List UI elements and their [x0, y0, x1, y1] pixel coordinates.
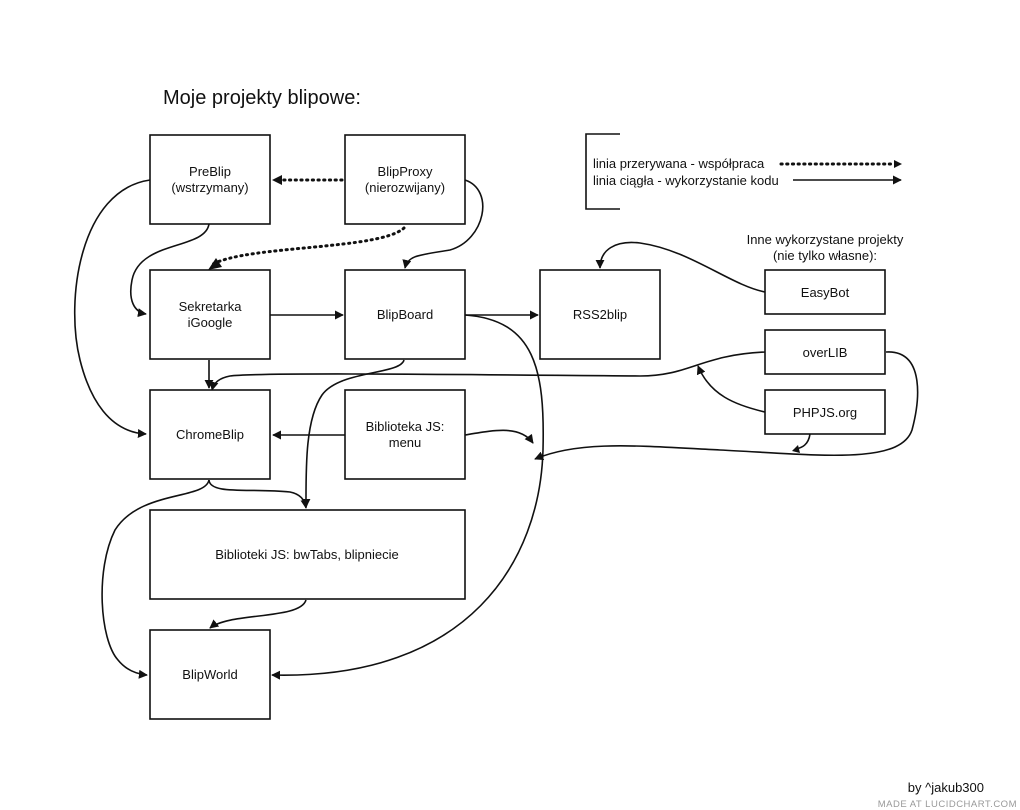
node-blipproxy-line2: (nierozwijany) [365, 180, 445, 195]
legend-dashed-label: linia przerywana - współpraca [593, 156, 765, 171]
other-projects-heading-line2: (nie tylko własne): [773, 248, 877, 263]
brand-watermark: MADE AT LUCIDCHART.COM [878, 799, 1017, 810]
node-blipproxy-line1: BlipProxy [378, 164, 433, 179]
node-blipboard: BlipBoard [344, 269, 466, 360]
node-rss2blip-label: RSS2blip [573, 307, 627, 322]
author-credit: by ^jakub300 [908, 780, 984, 795]
node-biblioteki-bwtabs-label: Biblioteki JS: bwTabs, blipniecie [215, 547, 399, 562]
edge-overlib-chromeblip [209, 351, 766, 391]
node-biblioteki-bwtabs: Biblioteki JS: bwTabs, blipniecie [149, 509, 466, 600]
node-blipworld: BlipWorld [149, 629, 271, 720]
node-biblioteka-menu: Biblioteka JS: menu [344, 389, 466, 480]
node-overlib-label: overLIB [803, 345, 848, 360]
node-easybot: EasyBot [764, 269, 886, 315]
edge-overlib-merge [534, 351, 919, 461]
node-blipproxy: BlipProxy (nierozwijany) [344, 134, 466, 225]
node-biblioteka-menu-line2: menu [389, 435, 422, 450]
legend: linia przerywana - współpraca linia ciąg… [585, 133, 902, 210]
node-phpjs: PHPJS.org [764, 389, 886, 435]
edge-blipproxy-preblip-head [272, 175, 282, 185]
node-preblip-line1: PreBlip [189, 164, 231, 179]
edge-blipboard-bwtabs [301, 359, 405, 508]
node-blipboard-label: BlipBoard [377, 307, 433, 322]
edge-menu-merge [464, 429, 534, 444]
node-blipworld-label: BlipWorld [182, 667, 237, 682]
node-preblip: PreBlip (wstrzymany) [149, 134, 271, 225]
edge-blipboard-blipworld [271, 314, 545, 680]
edge-easybot-rss2blip [595, 241, 766, 293]
node-rss2blip: RSS2blip [539, 269, 661, 360]
node-chromeblip-label: ChromeBlip [176, 427, 244, 442]
edge-blipproxy-sekretarka-head [208, 258, 222, 270]
other-projects-heading-line1: Inne wykorzystane projekty [747, 232, 904, 247]
node-sekretarka-line2: iGoogle [188, 315, 233, 330]
node-easybot-label: EasyBot [801, 285, 850, 300]
edge-blipproxy-sekretarka [211, 226, 406, 266]
edge-bwtabs-blipworld [209, 599, 307, 629]
legend-solid-label: linia ciągła - wykorzystanie kodu [593, 173, 779, 188]
node-biblioteka-menu-line1: Biblioteka JS: [366, 419, 445, 434]
node-overlib: overLIB [764, 329, 886, 375]
legend-dashed-head [894, 160, 902, 168]
node-phpjs-label: PHPJS.org [793, 405, 857, 420]
edge-chromeblip-bwtabs [208, 479, 310, 509]
edge-phpjs-merge-head [792, 445, 800, 453]
legend-bracket [585, 133, 620, 210]
node-preblip-line2: (wstrzymany) [171, 180, 248, 195]
diagram-title: Moje projekty blipowe: [163, 87, 361, 109]
node-sekretarka: Sekretarka iGoogle [149, 269, 271, 360]
edge-blipproxy-blipboard [402, 179, 484, 269]
edge-preblip-chromeblip [73, 179, 151, 439]
edge-chromeblip-blipworld [101, 479, 210, 679]
edges [73, 175, 919, 680]
node-sekretarka-line1: Sekretarka [179, 299, 243, 314]
edge-preblip-sekretarka [130, 223, 210, 318]
edge-phpjs-overlib [696, 365, 766, 413]
node-chromeblip: ChromeBlip [149, 389, 271, 480]
